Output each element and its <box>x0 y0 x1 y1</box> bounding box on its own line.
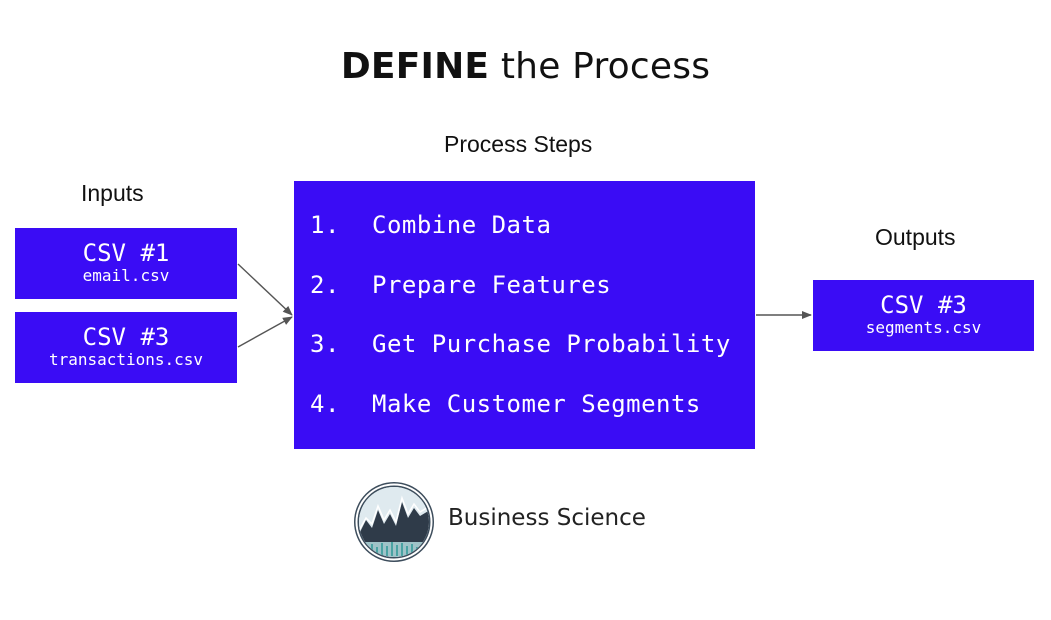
step-item: 3. Get Purchase Probability <box>310 330 731 358</box>
input-box-file: email.csv <box>82 266 170 285</box>
process-steps-box: 1. Combine Data 2. Prepare Features 3. Get … <box>294 181 755 449</box>
input-box-name: CSV #3 <box>82 323 170 351</box>
input-box-name: CSV #1 <box>82 239 170 267</box>
business-science-logo-icon <box>352 480 436 564</box>
output-box-segments: CSV #3 segments.csv <box>813 280 1034 351</box>
arrow-input2-to-process <box>237 316 293 348</box>
step-item: 2. Prepare Features <box>310 271 611 299</box>
step-text: Prepare Features <box>372 271 612 299</box>
process-steps-label: Process Steps <box>444 131 593 157</box>
arrow-input1-to-process <box>237 263 293 316</box>
step-number: 3. <box>310 330 340 358</box>
input-box-email: CSV #1 email.csv <box>15 228 237 299</box>
input-box-file: transactions.csv <box>48 350 204 369</box>
brand-name: Business Science <box>448 505 646 531</box>
input-box-transactions: CSV #3 transactions.csv <box>15 312 237 383</box>
step-number: 4. <box>310 390 340 418</box>
output-box-name: CSV #3 <box>880 291 967 319</box>
outputs-label: Outputs <box>875 224 956 250</box>
title-bold-word: DEFINE <box>340 46 490 87</box>
inputs-label: Inputs <box>81 180 144 206</box>
step-text: Get Purchase Probability <box>372 330 731 358</box>
page-title: DEFINE the Process <box>0 46 1051 87</box>
step-number: 1. <box>310 211 340 239</box>
output-box-file: segments.csv <box>865 318 982 337</box>
step-text: Make Customer Segments <box>372 390 701 418</box>
step-text: Combine Data <box>372 211 552 239</box>
title-rest: the Process <box>489 46 711 87</box>
step-item: 1. Combine Data <box>310 211 551 239</box>
step-number: 2. <box>310 271 340 299</box>
step-item: 4. Make Customer Segments <box>310 390 701 418</box>
